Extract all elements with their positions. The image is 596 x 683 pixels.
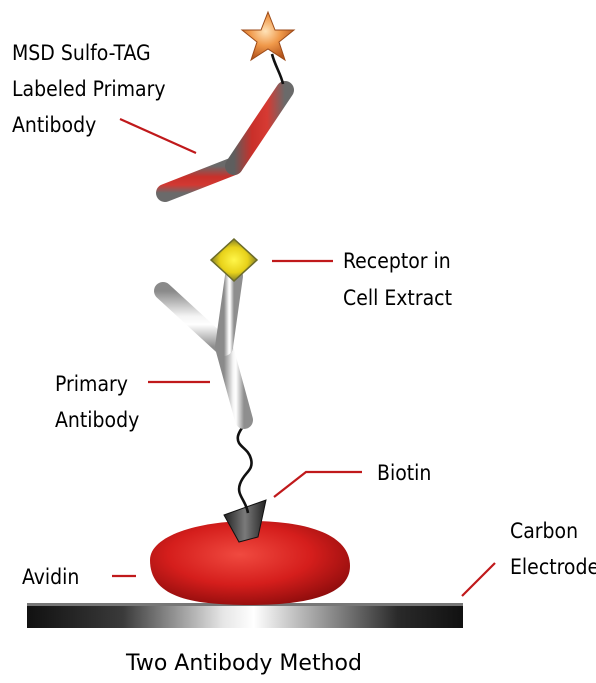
label-avidin: Avidin — [22, 565, 79, 589]
label-receptor: Receptor in Cell Extract — [343, 249, 452, 310]
label-receptor-line-2: Cell Extract — [343, 286, 452, 310]
label-sulfo-tag-line-3: Antibody — [12, 113, 96, 137]
label-primary-line-2: Antibody — [55, 408, 139, 432]
leader-sulfo-tag — [120, 119, 196, 153]
label-sulfo-tag-line-2: Labeled Primary — [12, 77, 166, 101]
label-electrode: Carbon Electrode — [510, 519, 596, 579]
label-electrode-line-1: Carbon — [510, 519, 578, 543]
label-primary-line-1: Primary — [55, 372, 128, 396]
label-primary: Primary Antibody — [55, 372, 139, 432]
tag-tether — [272, 54, 283, 84]
primary-antibody — [163, 276, 244, 420]
sulfo-tag-star-icon — [242, 12, 294, 60]
label-sulfo-tag-line-1: MSD Sulfo-TAG — [12, 41, 151, 65]
carbon-electrode — [27, 603, 463, 628]
linker-chain — [238, 419, 252, 513]
leader-biotin — [274, 472, 362, 497]
label-sulfo-tag: MSD Sulfo-TAG Labeled Primary Antibody — [12, 41, 166, 137]
label-electrode-line-2: Electrode — [510, 555, 596, 579]
labeled-primary-antibody — [165, 90, 285, 237]
label-biotin: Biotin — [377, 461, 431, 485]
diagram-caption: Two Antibody Method — [125, 651, 362, 676]
label-receptor-line-1: Receptor in — [343, 249, 451, 273]
leader-electrode — [462, 563, 495, 596]
